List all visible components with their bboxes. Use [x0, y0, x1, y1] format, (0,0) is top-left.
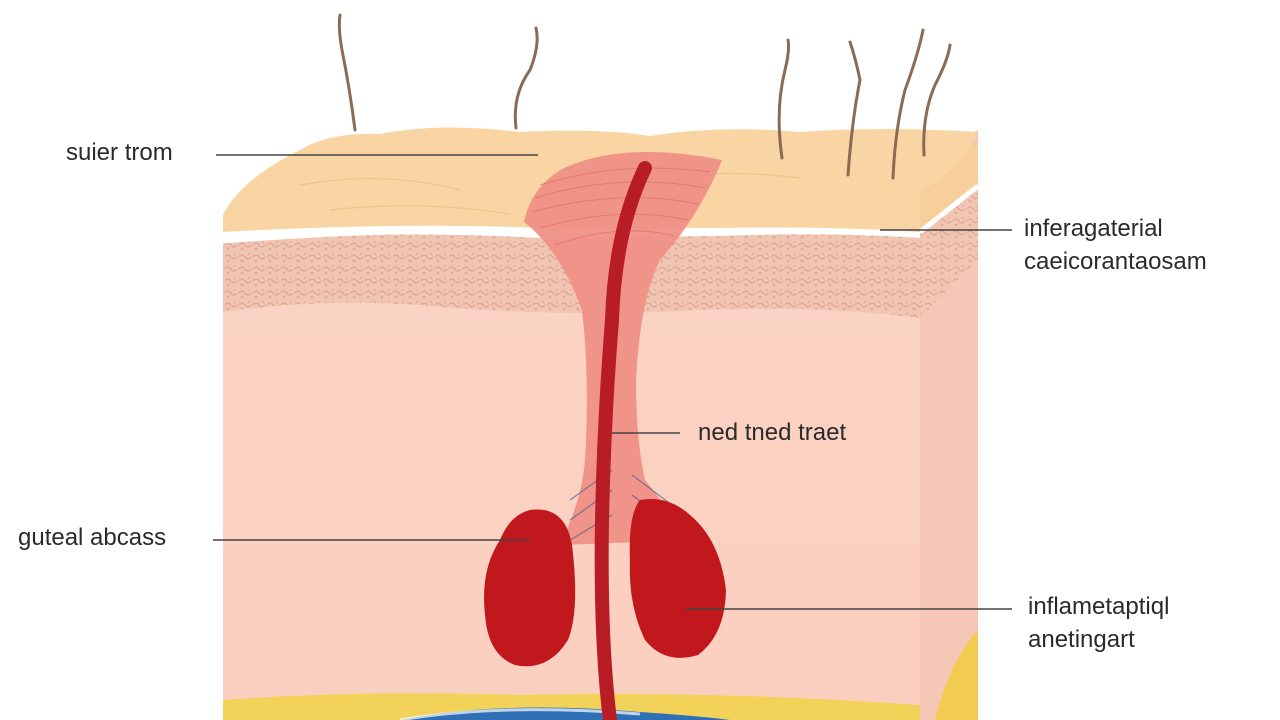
label-right-bottom: inflametaptiql anetingart [1028, 590, 1169, 656]
subcutaneous-layer [223, 300, 920, 720]
infected-follicle-funnel [524, 152, 722, 545]
label-skin-surface: suier trom [66, 139, 173, 166]
leader-lines [213, 154, 1012, 610]
label-right-bottom-line2: anetingart [1028, 626, 1135, 653]
label-right-bottom-line1: inflametaptiql [1028, 593, 1170, 620]
abscess-right-lobe [629, 499, 726, 658]
abscess-left-lobe [484, 509, 576, 667]
label-tract: ned tned traet [698, 419, 847, 446]
label-abscess: guteal abcass [18, 524, 167, 551]
label-right-top-line2: caeicorantaosam [1024, 248, 1207, 275]
hair-strands [337, 13, 952, 180]
label-right-top: inferagaterial caeicorantaosam [1024, 212, 1207, 278]
label-right-top-line1: inferagaterial [1024, 215, 1163, 242]
block-side-face [918, 130, 980, 720]
sinus-tract [594, 161, 652, 720]
